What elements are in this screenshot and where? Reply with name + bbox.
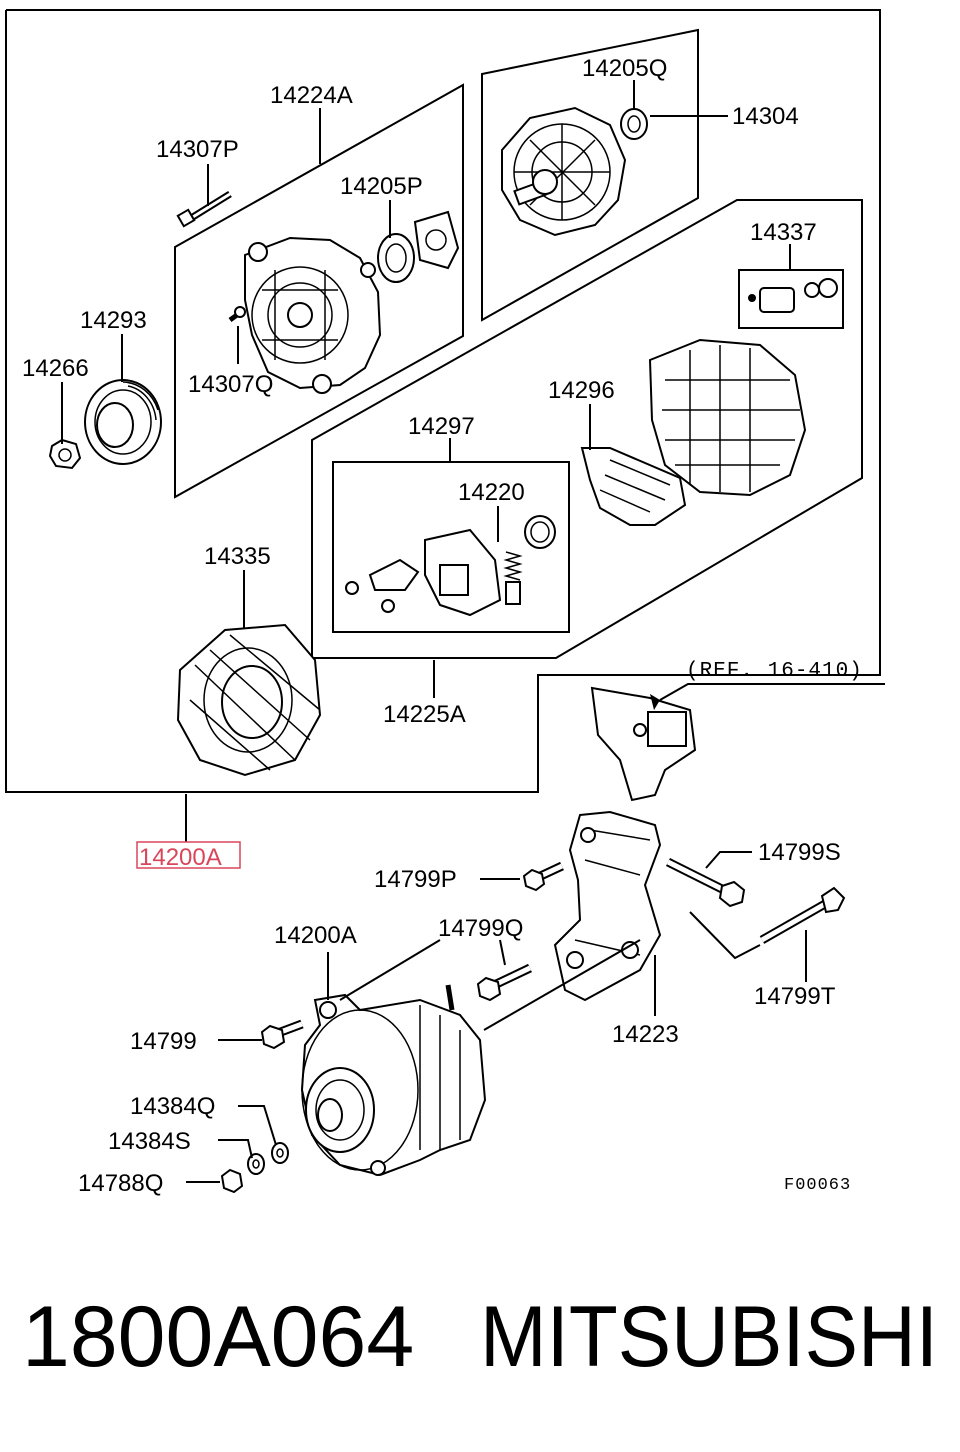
terminal-14337-icon (748, 278, 838, 313)
pulley-14293-icon (84, 379, 162, 465)
label-14293: 14293 (80, 307, 147, 334)
nut-14266-icon (48, 438, 82, 470)
footer-brand: MITSUBISHI (480, 1289, 938, 1385)
figure-code: F00063 (784, 1176, 851, 1195)
label-14788Q: 14788Q (78, 1170, 163, 1197)
washer-14384Q-icon (271, 1142, 289, 1164)
brush-spring-14220-icon (503, 515, 556, 605)
label-14220: 14220 (458, 479, 525, 506)
footer-part-number: 1800A064 (22, 1289, 414, 1385)
bolt-14799-icon (260, 1019, 304, 1050)
label-ref: (REF. 16-410) (686, 660, 863, 683)
plate-icon (413, 210, 460, 270)
label-14307P: 14307P (156, 136, 239, 163)
bolt-14799Q-icon (476, 963, 532, 1002)
label-14799T: 14799T (754, 983, 836, 1010)
label-14224A: 14224A (270, 82, 353, 109)
ref-arrow-icon (650, 694, 660, 710)
label-14799P: 14799P (374, 866, 457, 893)
alternator-icon (300, 984, 487, 1177)
label-14296: 14296 (548, 377, 615, 404)
label-14266: 14266 (22, 355, 89, 382)
nut-14788Q-icon (220, 1168, 244, 1194)
ref-bracket-icon (590, 686, 697, 802)
bearing-14205P-icon (377, 233, 415, 283)
bearing-14205Q-icon (620, 108, 648, 140)
bolt-14307P-icon (176, 191, 232, 228)
label-14200A-highlighted[interactable]: 14200A (139, 844, 222, 871)
bolt-14799S-icon (665, 857, 746, 908)
panel-front-bracket (481, 28, 699, 322)
front-bracket-icon (501, 106, 627, 237)
rear-bracket-icon (244, 236, 382, 394)
panel-rear-bracket (174, 83, 464, 499)
brush-holder-icon (345, 528, 502, 617)
leader-lines (61, 80, 885, 1183)
bolt-14799T-icon (759, 886, 846, 944)
label-14205Q: 14205Q (582, 55, 667, 82)
label-14337: 14337 (750, 219, 817, 246)
regulator-14296-icon (580, 447, 687, 526)
label-14799Q: 14799Q (438, 915, 523, 942)
assembly-frame (5, 9, 881, 793)
bolt-14799P-icon (522, 861, 564, 892)
label-14223: 14223 (612, 1021, 679, 1048)
washer-14384S-icon (247, 1153, 265, 1175)
label-14384S: 14384S (108, 1128, 191, 1155)
label-14225A: 14225A (383, 701, 466, 728)
mount-bracket-14223-icon (553, 810, 662, 1002)
label-14335: 14335 (204, 543, 271, 570)
label-14799S: 14799S (758, 839, 841, 866)
label-14200A: 14200A (274, 922, 357, 949)
label-14304: 14304 (732, 103, 799, 130)
label-14799: 14799 (130, 1028, 197, 1055)
rear-cover-icon (648, 338, 807, 497)
label-14384Q: 14384Q (130, 1093, 215, 1120)
highlight-box[interactable] (136, 841, 241, 869)
label-14307Q: 14307Q (188, 371, 273, 398)
screw-14307Q-icon (228, 306, 246, 323)
label-14205P: 14205P (340, 173, 423, 200)
label-14297: 14297 (408, 413, 475, 440)
stator-14335-icon (176, 623, 322, 777)
